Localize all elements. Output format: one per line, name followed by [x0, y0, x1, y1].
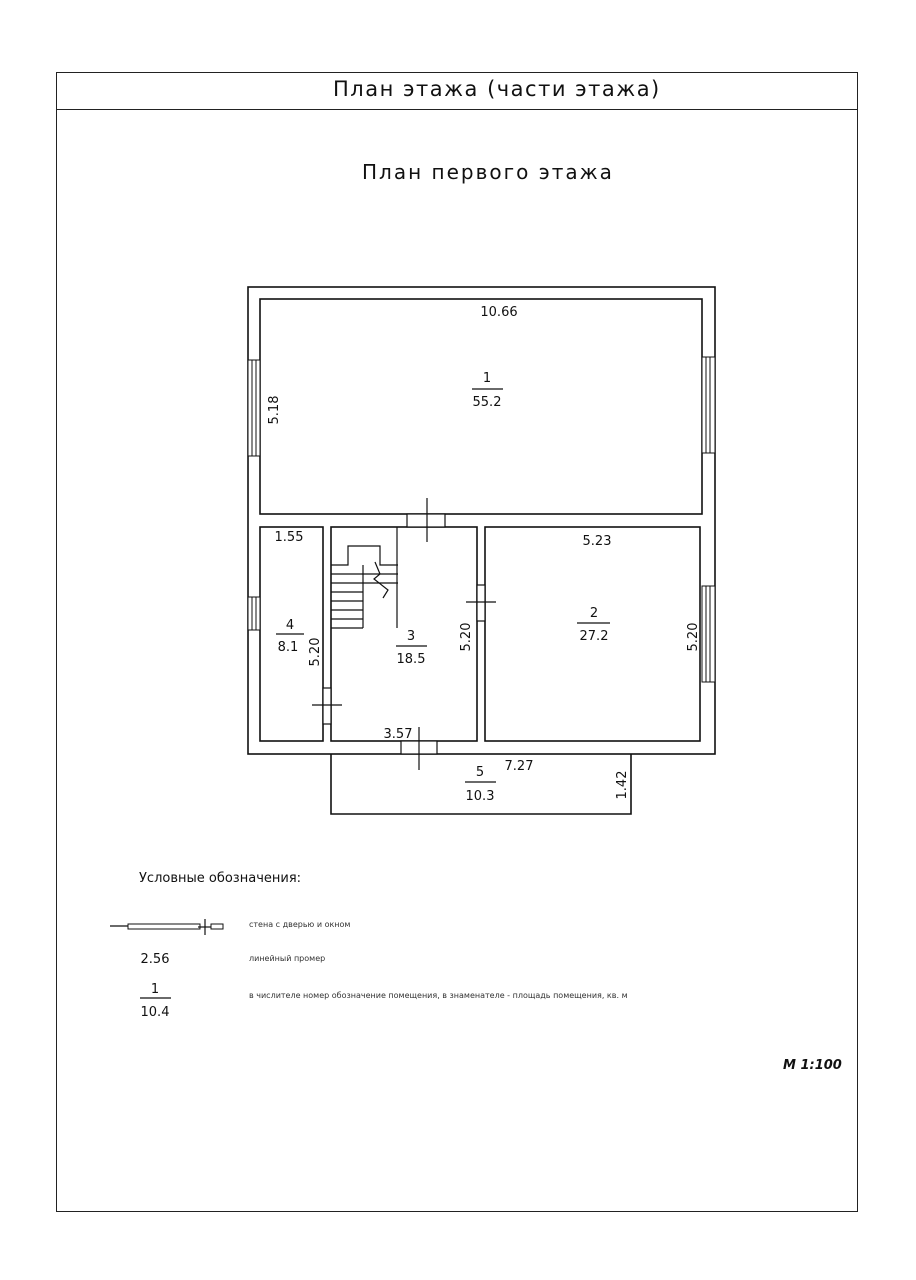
- window-room-1-right: [701, 356, 716, 454]
- room-5-outline: [330, 754, 632, 815]
- room-3-area: 18.5: [397, 652, 426, 667]
- window-room-1-left: [247, 359, 261, 457]
- window-room-4: [247, 596, 261, 631]
- room-5-area: 10.3: [466, 789, 495, 804]
- legend-title: Условные обозначения:: [139, 871, 302, 886]
- outer-wall-outline: [247, 286, 716, 755]
- room-3-dim-h: 3.57: [384, 727, 413, 742]
- door-room-1-3: [406, 513, 446, 528]
- room-1-area: 55.2: [473, 395, 502, 410]
- room-3-number: 3: [407, 629, 415, 644]
- legend-room-number-sample: 1: [151, 982, 159, 997]
- window-room-2: [701, 585, 716, 683]
- room-1-dim-v: 5.18: [267, 396, 282, 425]
- room-5-dim-h: 7.27: [505, 759, 534, 774]
- stairs: [331, 527, 398, 629]
- plan-title: План первого этажа: [362, 160, 614, 184]
- room-5-number: 5: [476, 765, 484, 780]
- room-4-number: 4: [286, 618, 294, 633]
- legend-wall-sample: [110, 919, 224, 935]
- header-title: План этажа (части этажа): [333, 77, 661, 101]
- room-4-dim-h: 1.55: [275, 530, 304, 545]
- doors: [312, 498, 496, 770]
- room-3-dim-v: 5.20: [459, 623, 474, 652]
- room-2-outline: [484, 526, 701, 742]
- scale-label: М 1:100: [783, 1058, 842, 1073]
- legend-dimension-sample: 2.56: [141, 952, 170, 967]
- room-3-outline: [330, 526, 478, 742]
- drawing-frame: План этажа (части этажа) План первого эт…: [56, 72, 858, 1212]
- legend-text-dimension: линейный промер: [249, 954, 326, 963]
- room-1-number: 1: [483, 371, 491, 386]
- legend-room-area-sample: 10.4: [141, 1005, 170, 1020]
- room-4-dim-v: 5.20: [308, 638, 323, 667]
- room-4-outline: [259, 526, 324, 742]
- room-2-area: 27.2: [580, 629, 609, 644]
- door-room-4-3: [322, 687, 332, 725]
- room-4-area: 8.1: [278, 640, 299, 655]
- room-2-number: 2: [590, 606, 598, 621]
- door-room-3-2: [476, 584, 486, 622]
- room-5-dim-v: 1.42: [615, 771, 630, 800]
- room-2-dim-h: 5.23: [583, 534, 612, 549]
- header-row: План этажа (части этажа): [57, 73, 857, 110]
- room-1-dim-h: 10.66: [480, 305, 517, 320]
- windows: [247, 356, 716, 683]
- room-2-dim-v: 5.20: [686, 623, 701, 652]
- legend-text-room-label: в числителе номер обозначение помещения,…: [249, 991, 628, 1000]
- legend-text-wall: стена с дверью и окном: [249, 920, 351, 929]
